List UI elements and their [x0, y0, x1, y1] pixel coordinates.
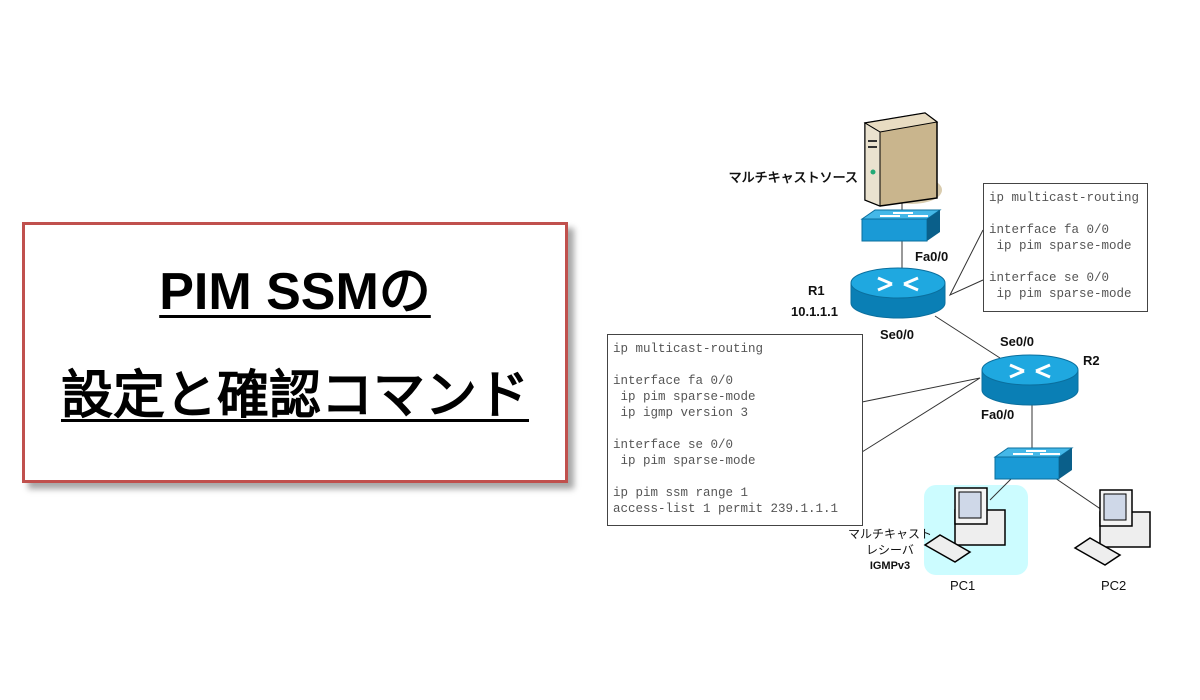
r1-config-box: ip multicast-routing interface fa 0/0 ip … — [983, 183, 1148, 312]
switch-icon — [860, 209, 942, 242]
config-line: interface se 0/0 — [613, 438, 734, 452]
switch-icon — [993, 447, 1074, 480]
link-r1-r2 — [934, 315, 1001, 359]
receiver-label-line2: レシーバ — [866, 543, 914, 557]
title-line-1: PIM SSMの — [159, 263, 431, 321]
r2-callout — [861, 377, 981, 453]
config-line — [989, 254, 1142, 270]
pc1-icon[interactable] — [923, 487, 1006, 563]
router-r1-icon[interactable] — [850, 267, 946, 319]
r1-name: R1 — [808, 283, 825, 298]
config-line: ip pim ssm range 1 — [613, 486, 749, 500]
title-box: PIM SSMの 設定と確認コマンド — [22, 222, 568, 483]
r2-config-box: ip multicast-routing interface fa 0/0 ip … — [607, 334, 863, 526]
r2-name: R2 — [1083, 353, 1100, 368]
link-switch-pc2 — [1054, 477, 1106, 513]
r2-fa-label: Fa0/0 — [981, 407, 1015, 422]
receiver-label-line3: IGMPv3 — [869, 560, 911, 572]
config-line: access-list 1 permit 239.1.1.1 — [613, 502, 839, 516]
config-line: ip pim sparse-mode — [613, 454, 756, 468]
config-line: interface se 0/0 — [989, 271, 1110, 285]
router-r2-icon[interactable] — [981, 354, 1079, 406]
config-line — [989, 206, 1142, 222]
config-line — [613, 421, 857, 437]
pc1-label: PC1 — [950, 578, 976, 593]
r2-se-label: Se0/0 — [1000, 334, 1034, 349]
source-label: マルチキャストソース — [728, 170, 858, 185]
r1-callout — [948, 229, 984, 297]
receiver-label-line1: マルチキャスト — [847, 527, 932, 541]
config-line — [613, 357, 857, 373]
r1-fa-label: Fa0/0 — [915, 249, 949, 264]
receiver-label: マルチキャスト レシーバ IGMPv3 — [848, 526, 932, 574]
pc2-label: PC2 — [1101, 578, 1127, 593]
config-line — [613, 469, 857, 485]
r1-se-label: Se0/0 — [880, 327, 914, 342]
config-line: interface fa 0/0 — [989, 223, 1110, 237]
config-line: ip pim sparse-mode — [989, 287, 1132, 301]
config-line: ip igmp version 3 — [613, 406, 749, 420]
config-line: ip pim sparse-mode — [989, 239, 1132, 253]
title-line-2: 設定と確認コマンド — [60, 367, 529, 425]
pc2-icon[interactable] — [1073, 489, 1151, 566]
r1-address: 10.1.1.1 — [791, 304, 838, 319]
config-line: ip pim sparse-mode — [613, 390, 756, 404]
config-line: ip multicast-routing — [989, 191, 1140, 205]
link-switch-pc1 — [989, 477, 1013, 501]
config-line: interface fa 0/0 — [613, 374, 734, 388]
config-line: ip multicast-routing — [613, 342, 764, 356]
server-icon — [863, 112, 942, 207]
